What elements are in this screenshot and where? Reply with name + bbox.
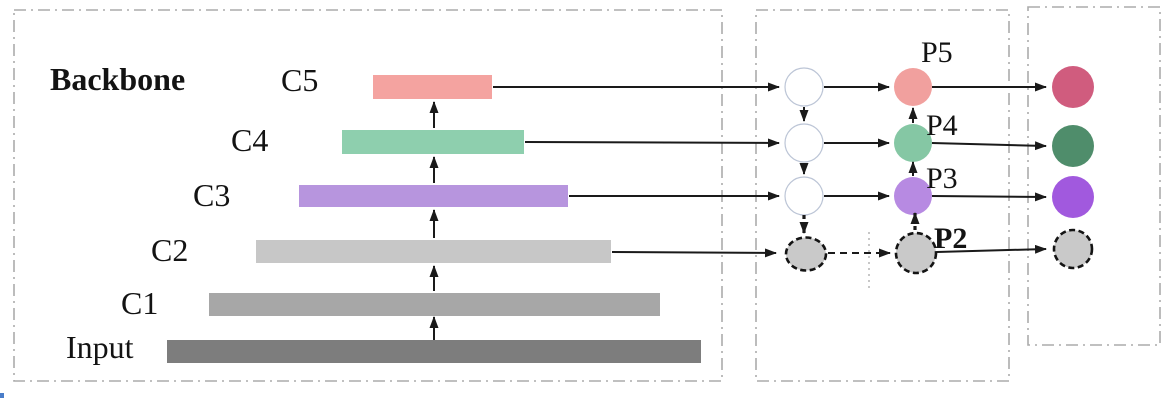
output-arrows — [931, 82, 1047, 254]
c1-bar — [209, 293, 660, 316]
c1-label: C1 — [121, 285, 158, 321]
output-node-p3 — [1052, 176, 1094, 218]
c3-label: C3 — [193, 177, 230, 213]
arrow-c2-to-node — [611, 248, 777, 258]
topdown-node-p5 — [784, 67, 824, 107]
backbone-title: Backbone — [50, 61, 185, 97]
topdown-node-p4 — [784, 123, 824, 163]
output-nodes — [1052, 66, 1094, 270]
pyramid-up-arrows — [908, 107, 920, 230]
p3-node — [894, 177, 932, 215]
backbone-layer-labels: Input C1 C2 C3 C4 C5 — [66, 62, 318, 365]
c2-label: C2 — [151, 232, 188, 268]
p4-node — [894, 124, 932, 162]
lateral-arrows — [493, 82, 780, 258]
topdown-node-p3 — [784, 176, 824, 216]
c3-bar — [299, 185, 568, 207]
merge-arrows — [824, 82, 891, 258]
c5-bar — [373, 75, 492, 99]
output-node-p5 — [1052, 66, 1094, 108]
arrow-p2-to-output — [936, 244, 1047, 254]
p4-label: P4 — [926, 109, 958, 142]
p2-label: P2 — [934, 222, 967, 255]
output-node-p2-dashed — [1052, 228, 1094, 270]
arrow-p4-to-output — [931, 141, 1047, 151]
arrow-c4-to-node — [524, 138, 780, 148]
p2-node-dashed — [894, 231, 938, 275]
input-label: Input — [66, 329, 134, 365]
c5-label: C5 — [281, 62, 318, 98]
p5-label: P5 — [921, 36, 953, 69]
input-bar — [167, 340, 701, 363]
c2-bar — [256, 240, 611, 263]
panels — [13, 6, 1161, 382]
p5-node — [894, 68, 932, 106]
c4-bar — [342, 130, 524, 154]
backbone-layer-bars — [167, 75, 701, 363]
arrow-p3-to-output — [931, 192, 1047, 202]
artifact-mark — [0, 393, 4, 398]
output-node-p4 — [1052, 125, 1094, 167]
pyramid-labels: P5 P4 P3 P2 — [921, 36, 967, 255]
c4-label: C4 — [231, 122, 268, 158]
p3-label: P3 — [926, 162, 958, 195]
topdown-node-p2-dashed — [784, 236, 828, 272]
topdown-nodes — [784, 67, 828, 272]
output-panel-border — [1027, 6, 1161, 346]
pyramid-nodes — [894, 68, 938, 275]
